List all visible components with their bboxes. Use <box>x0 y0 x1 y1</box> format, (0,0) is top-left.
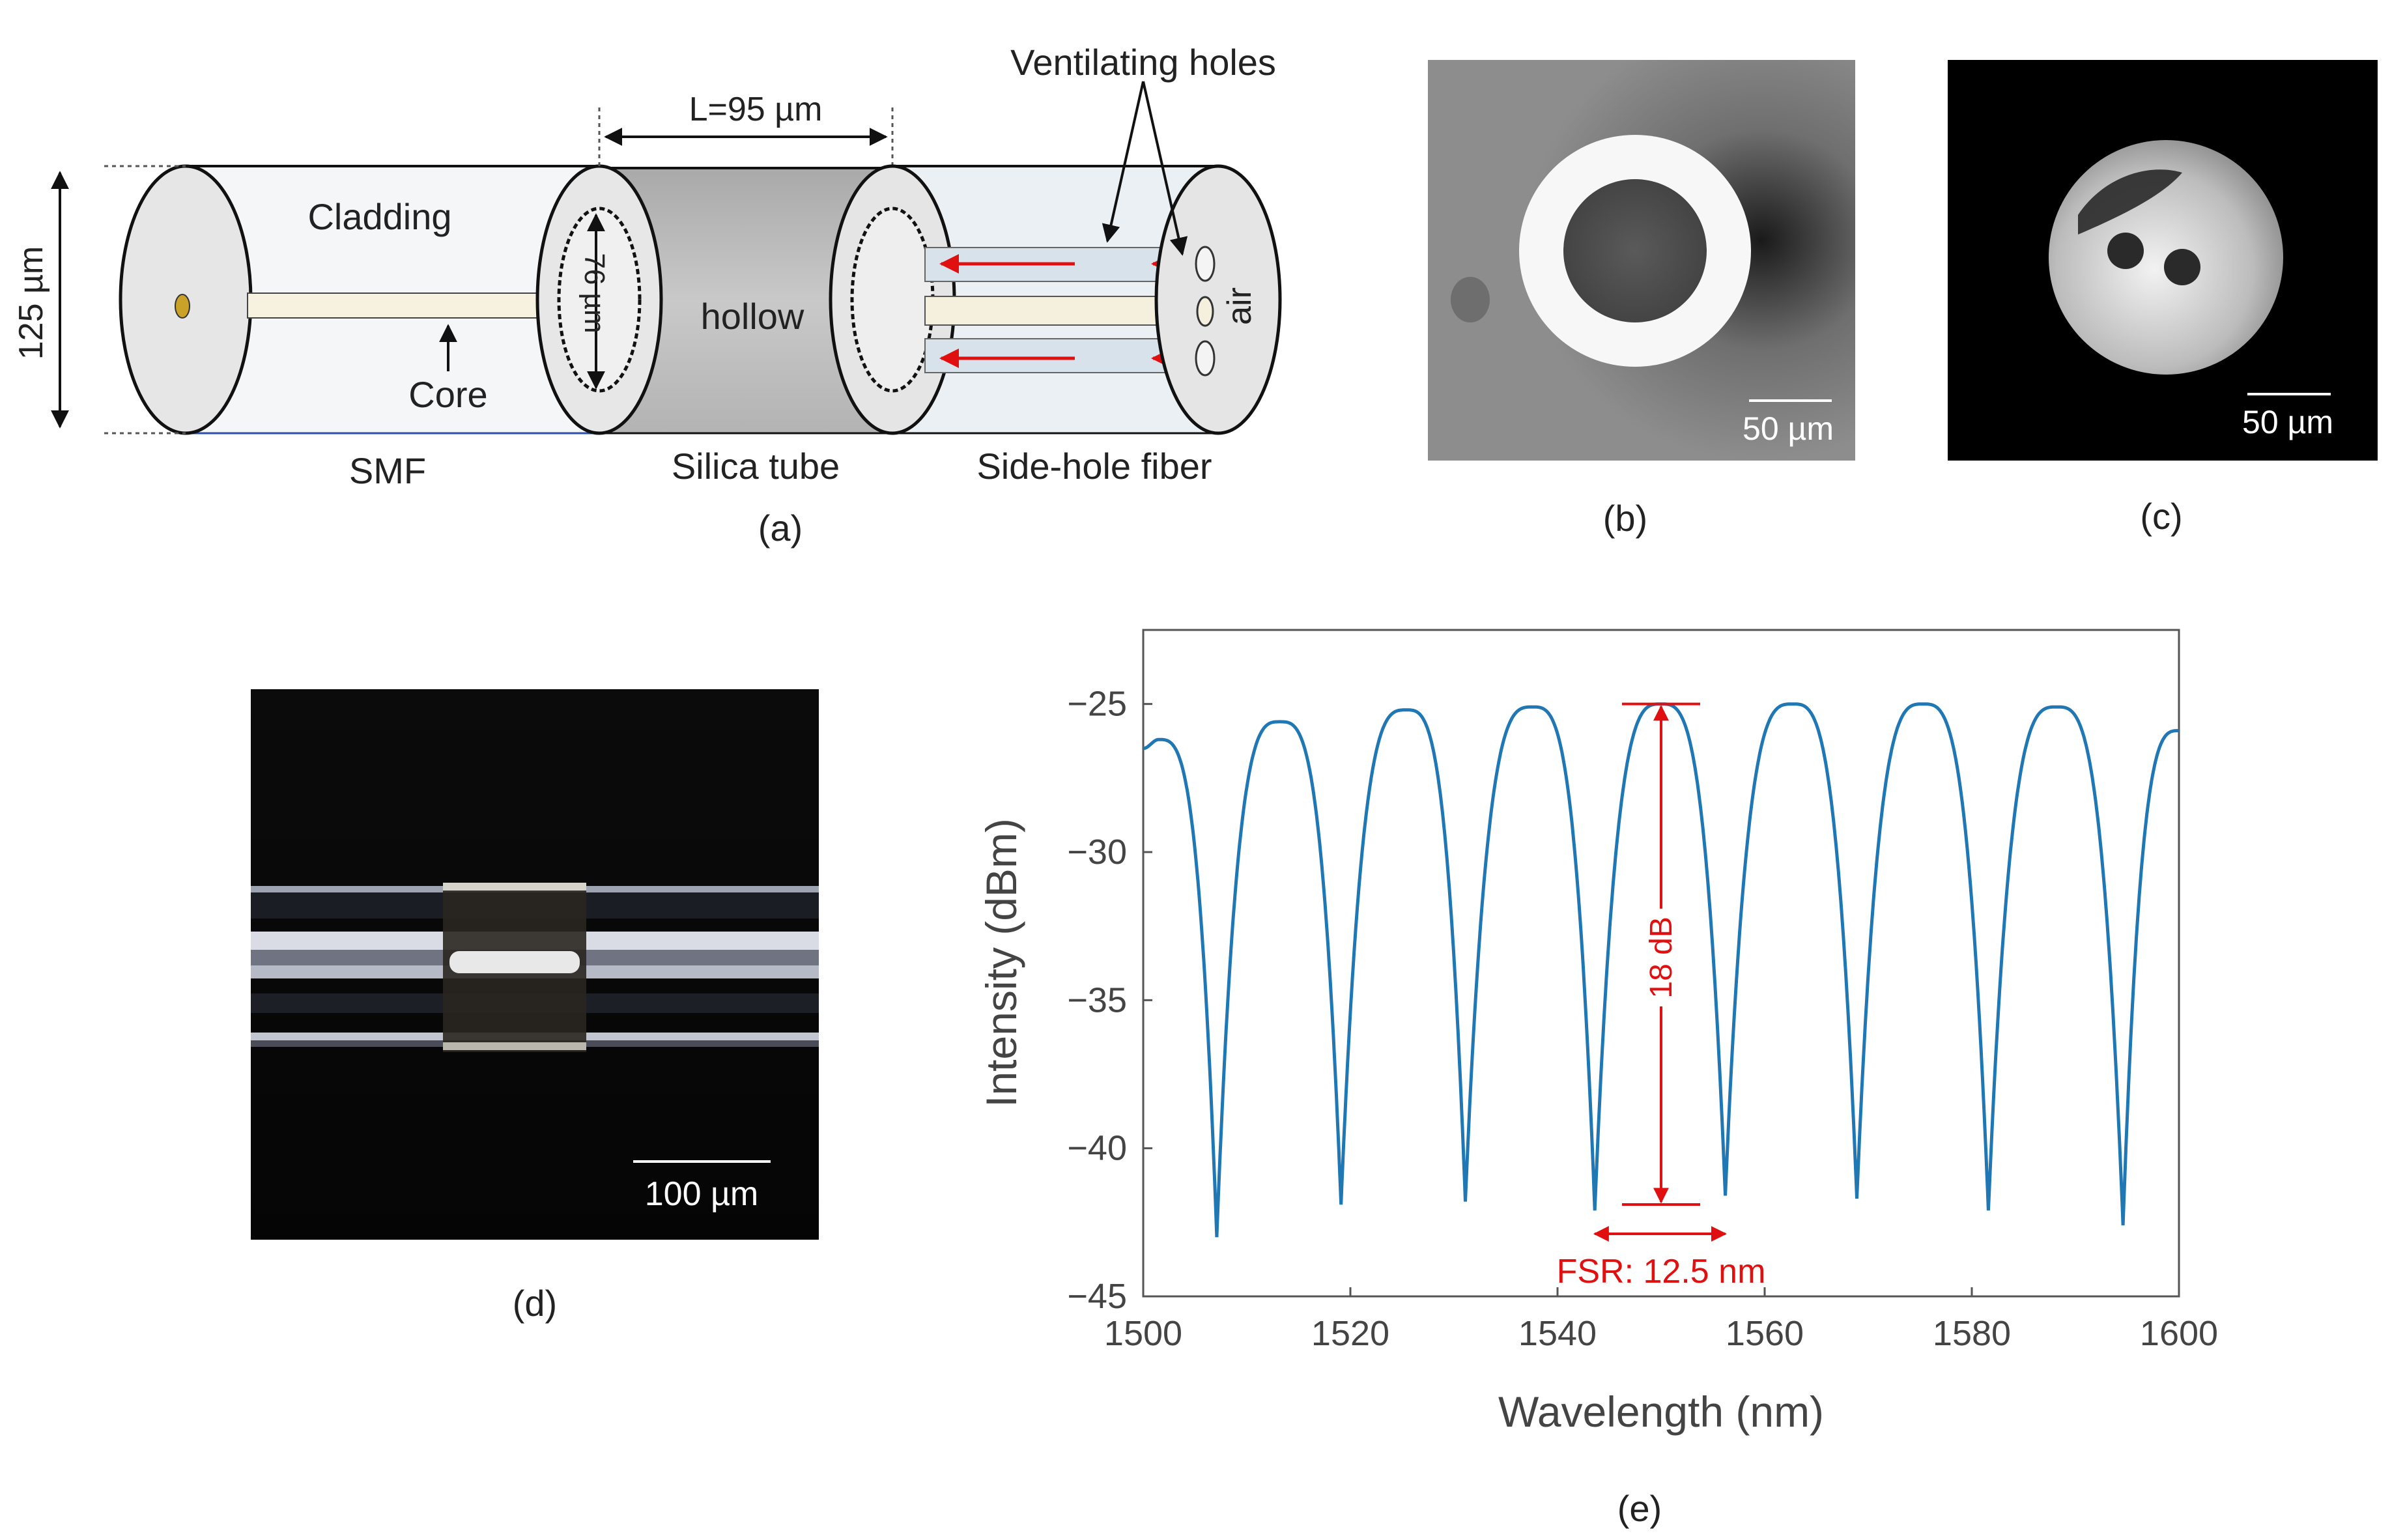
x-tick-label: 1580 <box>1933 1314 2011 1353</box>
y-tick-label: −30 <box>1067 833 1127 872</box>
side-hole-1 <box>2107 233 2144 269</box>
y-axis-label: Intensity (dBm) <box>977 818 1025 1107</box>
core-dot <box>175 294 190 319</box>
x-axis-ticks: 1500 1520 1540 1560 1580 1600 <box>1104 1287 2218 1353</box>
y-tick-label: −45 <box>1067 1277 1127 1316</box>
smf-label: SMF <box>349 450 426 491</box>
x-tick-label: 1500 <box>1104 1314 1182 1353</box>
side-hole-fiber-label: Side-hole fiber <box>976 446 1212 487</box>
panel-c-scale-label: 50 µm <box>2242 404 2333 440</box>
x-tick-label: 1540 <box>1518 1314 1597 1353</box>
silica-tube-label: Silica tube <box>672 446 840 487</box>
fsr-label: FSR: 12.5 nm <box>1557 1253 1766 1290</box>
y-axis-ticks: −25 −30 −35 −40 −45 <box>1067 685 1152 1316</box>
panel-d-scale-label: 100 µm <box>645 1175 758 1213</box>
cladding-label: Cladding <box>307 196 451 237</box>
side-hole-2 <box>2164 249 2200 285</box>
panel-c-label: (c) <box>2140 496 2182 537</box>
panel-b-label: (b) <box>1603 498 1647 539</box>
amplitude-label-bg <box>1639 908 1683 1006</box>
length-label: L=95 µm <box>689 91 823 128</box>
x-tick-label: 1520 <box>1311 1314 1389 1353</box>
spectrum-line <box>1143 702 2179 1238</box>
side-hole-fiber-end-right <box>1154 164 1282 435</box>
panel-e-chart: 1500 1520 1540 1560 1580 1600 −25 −30 −35 −40 −45… <box>977 629 2218 1529</box>
y-tick-label: −25 <box>1067 685 1127 724</box>
core-line <box>247 292 587 319</box>
panel-d-micrograph: 100 µm (d) <box>251 689 819 1324</box>
panel-b-scale-label: 50 µm <box>1743 410 1834 447</box>
core-label: Core <box>408 374 487 415</box>
x-tick-label: 1600 <box>2140 1314 2218 1353</box>
panel-c-micrograph: 50 µm (c) <box>1948 60 2378 537</box>
panel-b-micrograph: 50 µm (b) <box>1428 60 1855 539</box>
y-tick-label: −40 <box>1067 1129 1127 1168</box>
air-label: air <box>1221 287 1259 325</box>
panel-a-label: (a) <box>758 507 803 549</box>
ventilating-holes-label: Ventilating holes <box>1010 42 1276 83</box>
hollow-label: hollow <box>701 296 804 337</box>
dim-76-label: 76 µm <box>578 253 610 333</box>
tube-bore <box>1563 179 1707 322</box>
amplitude-label: 18 dB <box>1644 917 1679 998</box>
x-axis-label: Wavelength (nm) <box>1498 1388 1824 1436</box>
dim-125-label: 125 µm <box>12 246 50 360</box>
x-tick-label: 1560 <box>1726 1314 1804 1353</box>
silica-tube-body <box>599 168 892 433</box>
y-tick-label: −35 <box>1067 980 1127 1020</box>
panel-d-label: (d) <box>513 1283 557 1324</box>
panel-a-schematic: 125 µm Cladding Core SMF hollow 76 µm Si… <box>12 42 1282 549</box>
panel-e-label: (e) <box>1617 1488 1662 1529</box>
